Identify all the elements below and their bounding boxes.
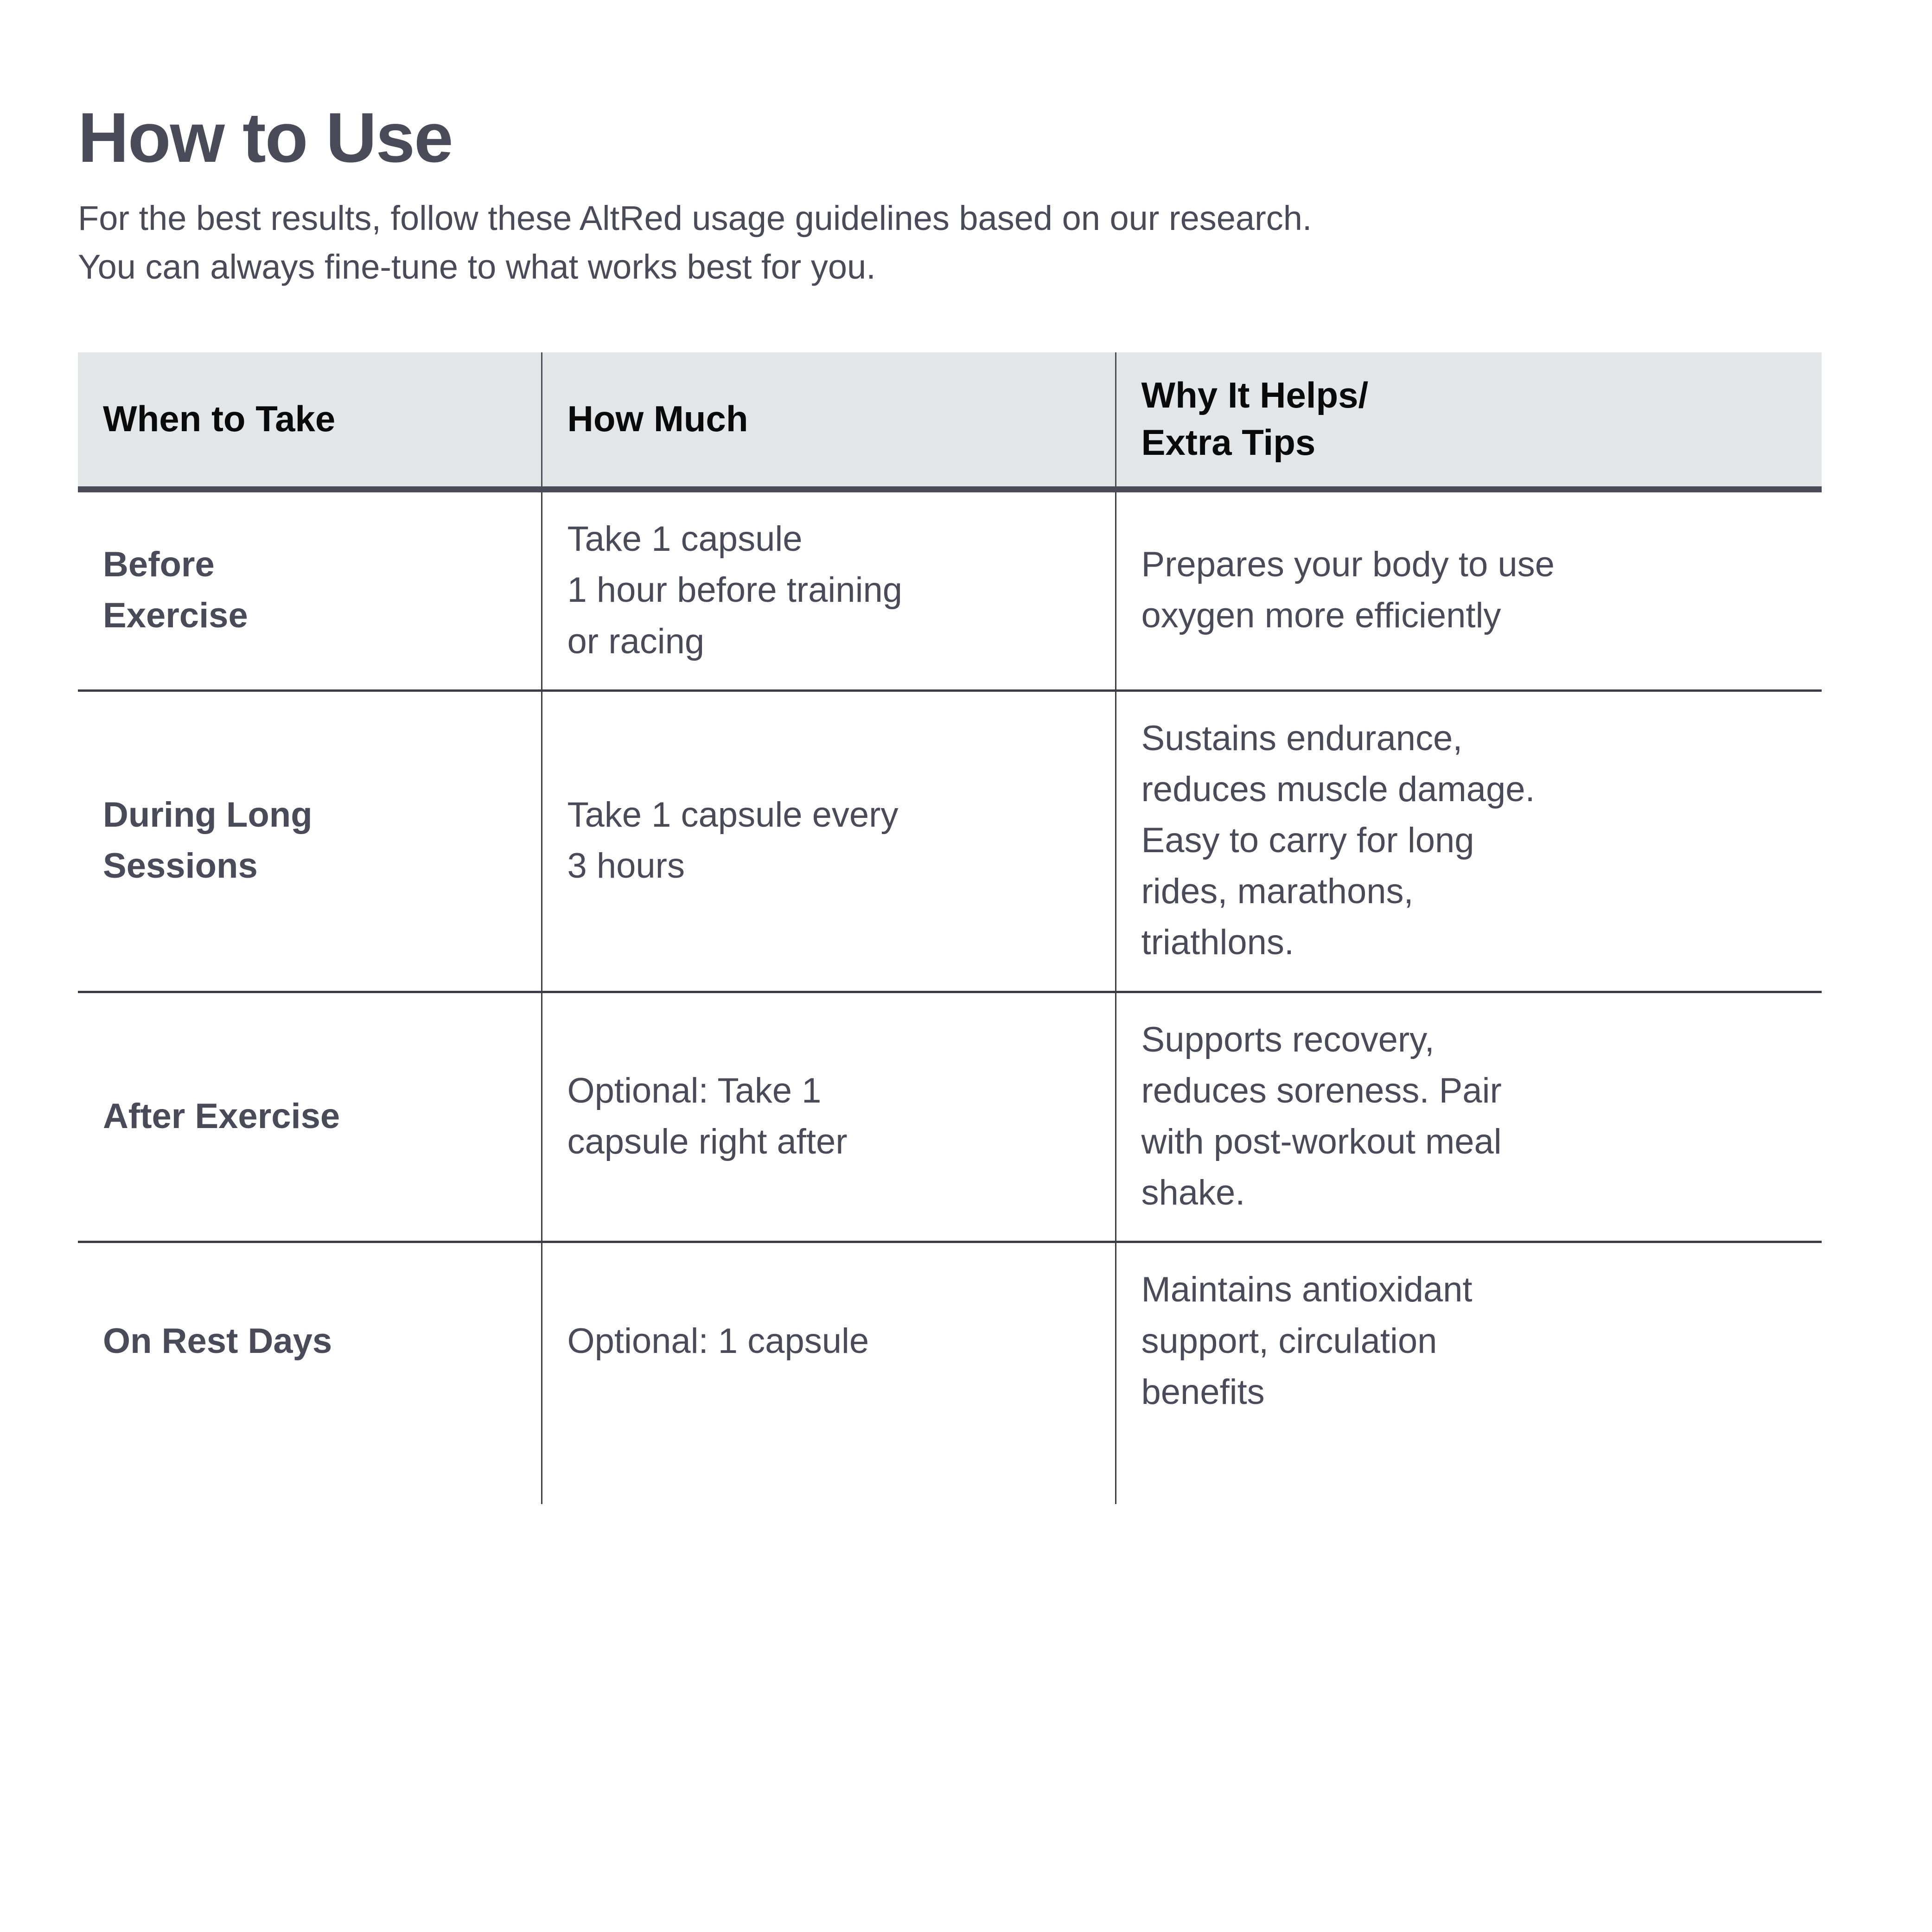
column-header-why-it-helps-line-1: Why It Helps/	[1141, 375, 1369, 416]
cell-when-to-take: During Long Sessions	[78, 690, 542, 993]
usage-table-body: Before Exercise Take 1 capsule 1 hour be…	[78, 489, 1822, 1504]
cell-line: On Rest Days	[103, 1321, 332, 1361]
cell-line: During Long	[103, 795, 312, 835]
page-subtitle: For the best results, follow these AltRe…	[78, 177, 1728, 291]
cell-line: Optional: Take 1	[567, 1071, 822, 1110]
cell-how-much: Optional: 1 capsule	[542, 1242, 1116, 1504]
usage-table-head: When to Take How Much Why It Helps/ Extr…	[78, 352, 1822, 493]
cell-line: Easy to carry for long	[1141, 821, 1474, 861]
column-header-why-it-helps: Why It Helps/ Extra Tips	[1116, 352, 1822, 493]
page-title: How to Use	[78, 98, 453, 177]
usage-table: When to Take How Much Why It Helps/ Extr…	[78, 352, 1822, 1504]
cell-why-it-helps: Maintains antioxidant support, circulati…	[1116, 1242, 1822, 1504]
page-subtitle-line-1: For the best results, follow these AltRe…	[78, 199, 1312, 238]
cell-line: Maintains antioxidant	[1141, 1270, 1473, 1310]
cell-line: benefits	[1141, 1372, 1265, 1412]
cell-line: Before	[103, 545, 215, 585]
cell-why-it-helps: Prepares your body to use oxygen more ef…	[1116, 489, 1822, 692]
cell-line: Sessions	[103, 846, 258, 886]
cell-line: Take 1 capsule every	[567, 795, 899, 835]
cell-line: capsule right after	[567, 1122, 848, 1162]
cell-line: After Exercise	[103, 1096, 340, 1136]
cell-line: with post-workout meal	[1141, 1122, 1502, 1162]
cell-line: support, circulation	[1141, 1321, 1437, 1361]
cell-when-to-take: After Exercise	[78, 992, 542, 1243]
page-subtitle-line-2: You can always fine-tune to what works b…	[78, 248, 876, 287]
table-header-row: When to Take How Much Why It Helps/ Extr…	[78, 352, 1822, 493]
cell-line: reduces muscle damage.	[1141, 769, 1535, 809]
cell-line: Optional: 1 capsule	[567, 1321, 869, 1361]
cell-line: Supports recovery,	[1141, 1020, 1435, 1059]
table-row: Before Exercise Take 1 capsule 1 hour be…	[78, 489, 1822, 692]
cell-line: reduces soreness. Pair	[1141, 1071, 1502, 1110]
column-header-when-to-take: When to Take	[78, 352, 542, 493]
cell-line: Sustains endurance,	[1141, 718, 1463, 758]
cell-when-to-take: On Rest Days	[78, 1242, 542, 1504]
cell-line: triathlons.	[1141, 923, 1294, 963]
cell-line: Take 1 capsule	[567, 519, 803, 559]
cell-line: 1 hour before training	[567, 570, 902, 610]
cell-line: oxygen more efficiently	[1141, 596, 1501, 636]
column-header-when-to-take-line-1: When to Take	[103, 398, 336, 440]
cell-why-it-helps: Sustains endurance, reduces muscle damag…	[1116, 690, 1822, 993]
cell-how-much: Take 1 capsule 1 hour before training or…	[542, 489, 1116, 692]
column-header-how-much: How Much	[542, 352, 1116, 493]
cell-line: or racing	[567, 621, 705, 661]
column-header-how-much-line-1: How Much	[567, 398, 748, 440]
cell-line: Prepares your body to use	[1141, 545, 1555, 585]
table-row: On Rest Days Optional: 1 capsule Maintai…	[78, 1242, 1822, 1504]
cell-when-to-take: Before Exercise	[78, 489, 542, 692]
table-row: After Exercise Optional: Take 1 capsule …	[78, 992, 1822, 1243]
cell-line: 3 hours	[567, 846, 685, 886]
cell-line: Exercise	[103, 596, 248, 636]
table-row: During Long Sessions Take 1 capsule ever…	[78, 690, 1822, 993]
cell-how-much: Take 1 capsule every 3 hours	[542, 690, 1116, 993]
cell-line: rides, marathons,	[1141, 872, 1414, 912]
cell-why-it-helps: Supports recovery, reduces soreness. Pai…	[1116, 992, 1822, 1243]
column-header-why-it-helps-line-2: Extra Tips	[1141, 421, 1316, 463]
usage-table-container: When to Take How Much Why It Helps/ Extr…	[78, 352, 1854, 1504]
cell-line: shake.	[1141, 1173, 1245, 1213]
cell-how-much: Optional: Take 1 capsule right after	[542, 992, 1116, 1243]
